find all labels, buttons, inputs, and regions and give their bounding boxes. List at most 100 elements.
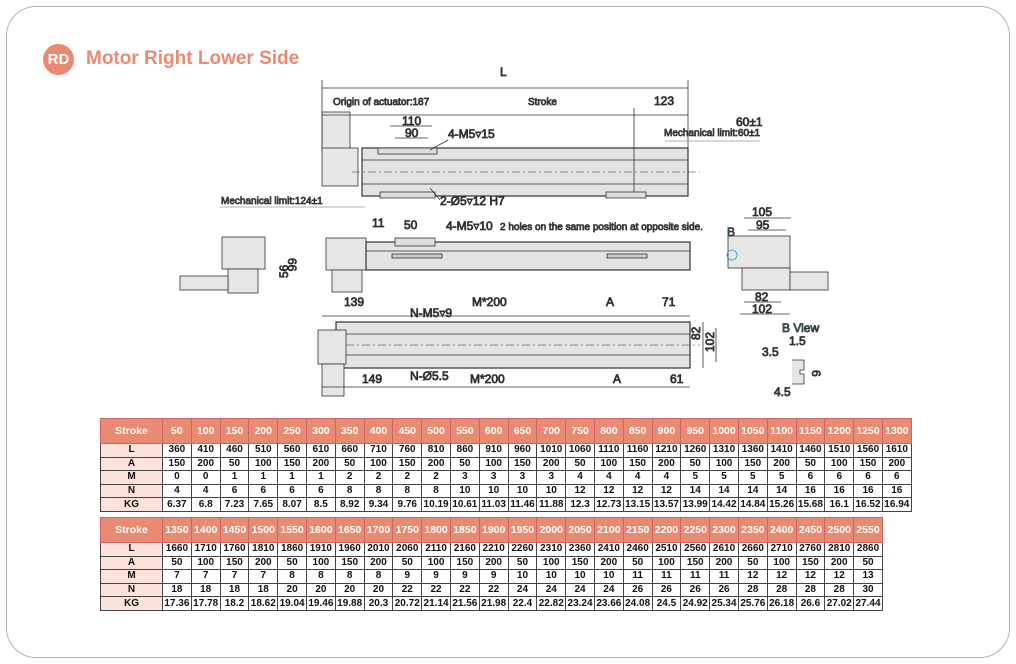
table-cell: 2450 xyxy=(795,517,826,543)
table-cell: 27.44 xyxy=(853,596,883,611)
dim-149: 149 xyxy=(362,372,382,386)
tap-bottom-label: N-M5▿9 xyxy=(410,306,452,320)
table-cell: 150 xyxy=(162,456,192,472)
table-cell: 2310 xyxy=(536,542,567,557)
table-cell: 15.68 xyxy=(795,497,826,512)
table-cell: 2 xyxy=(392,470,423,485)
table-cell: 800 xyxy=(593,418,624,444)
dim-L: L xyxy=(500,65,507,79)
table-cell: 9 xyxy=(392,569,423,584)
table-cell: 2360 xyxy=(565,542,595,557)
table-cell: 20.72 xyxy=(392,596,423,611)
table-cell: 3 xyxy=(536,470,567,485)
table-cell: 8 xyxy=(392,483,423,499)
table-cell: 700 xyxy=(536,418,567,444)
table-cell: 14.84 xyxy=(737,497,768,512)
table-cell: 18.62 xyxy=(248,596,279,611)
table-cell: 12.73 xyxy=(593,497,624,512)
table-cell: 12 xyxy=(565,483,595,499)
table-cell: 50 xyxy=(737,555,768,571)
table-cell: 22.4 xyxy=(507,596,538,611)
row-label: Stroke xyxy=(100,418,163,444)
table-cell: 900 xyxy=(651,418,682,444)
table-cell: 910 xyxy=(478,443,509,458)
table-cell: 14 xyxy=(709,483,739,499)
table-cell: 1360 xyxy=(737,443,768,458)
table-cell: 25.34 xyxy=(709,596,739,611)
table-cell: 10 xyxy=(478,483,509,499)
table-cell: 150 xyxy=(219,555,250,571)
dim-102: 102 xyxy=(752,302,772,316)
table-cell: 1 xyxy=(305,470,336,485)
table-cell: 16.1 xyxy=(824,497,855,512)
side-view xyxy=(179,217,829,315)
dim-11: 11 xyxy=(372,216,385,230)
table-cell: 27.02 xyxy=(824,596,855,611)
table-cell: 1610 xyxy=(881,443,912,458)
table-cell: 10 xyxy=(536,483,567,499)
table-cell: 200 xyxy=(709,555,739,571)
bottom-view xyxy=(317,315,717,397)
table-cell: 30 xyxy=(853,582,883,598)
table-cell: 2550 xyxy=(853,517,883,543)
table-cell: 6 xyxy=(219,483,250,499)
table-cell: 1660 xyxy=(162,542,192,557)
mech-limit-right: Mechanical limit:60±1 xyxy=(664,128,761,139)
table-cell: 1750 xyxy=(392,517,423,543)
table-cell: 2300 xyxy=(709,517,739,543)
table-cell: 11 xyxy=(622,569,653,584)
table-cell: 5 xyxy=(709,470,739,485)
table-cell: 50 xyxy=(219,456,250,472)
table-cell: 4 xyxy=(162,483,192,499)
dim-a-bot: A xyxy=(613,372,621,386)
table-cell: 15.26 xyxy=(766,497,797,512)
table-cell: 6.37 xyxy=(162,497,192,512)
table-cell: 0 xyxy=(162,470,192,485)
table-cell: 13.99 xyxy=(680,497,711,512)
table-cell: 3 xyxy=(478,470,509,485)
table-cell: 22 xyxy=(392,582,423,598)
table-cell: 3 xyxy=(507,470,538,485)
table-cell: 1500 xyxy=(248,517,279,543)
table-cell: 8 xyxy=(334,569,365,584)
dim-50: 50 xyxy=(404,218,418,232)
table-cell: 100 xyxy=(536,555,567,571)
table-cell: 760 xyxy=(392,443,423,458)
table-cell: 850 xyxy=(622,418,653,444)
table-cell: 19.46 xyxy=(305,596,336,611)
table-cell: 500 xyxy=(421,418,451,444)
table-cell: 6 xyxy=(824,470,855,485)
table-cell: 50 xyxy=(449,456,480,472)
table-cell: 2710 xyxy=(766,542,797,557)
table-cell: 1 xyxy=(219,470,250,485)
table-cell: 6 xyxy=(305,483,336,499)
mech-limit-left: Mechanical limit:124±1 xyxy=(221,196,323,207)
table-cell: 19.88 xyxy=(334,596,365,611)
table-cell: 24.08 xyxy=(622,596,653,611)
table-cell: 19.04 xyxy=(277,596,307,611)
page-title: Motor Right Lower Side xyxy=(86,48,300,69)
table-cell: 400 xyxy=(363,418,394,444)
table-cell: 100 xyxy=(248,456,279,472)
table-cell: 0 xyxy=(190,470,221,485)
table-cell: 200 xyxy=(363,555,394,571)
table-cell: 200 xyxy=(248,418,279,444)
table-cell: 8 xyxy=(334,483,365,499)
table-cell: 960 xyxy=(507,443,538,458)
table-cell: 100 xyxy=(190,418,221,444)
table-cell: 50 xyxy=(162,418,192,444)
table-cell: 50 xyxy=(277,555,307,571)
table-cell: 21.98 xyxy=(478,596,509,611)
opposite-side-note: 2 holes on the same position at opposite… xyxy=(500,222,703,233)
dim-90: 90 xyxy=(405,126,419,140)
row-label: A xyxy=(100,456,163,472)
dim-56: 56 xyxy=(277,264,291,278)
b-view-detail xyxy=(792,359,805,385)
table-cell: 660 xyxy=(334,443,365,458)
table-cell: 50 xyxy=(507,555,538,571)
table-cell: 12 xyxy=(737,569,768,584)
table-cell: 21.14 xyxy=(421,596,451,611)
